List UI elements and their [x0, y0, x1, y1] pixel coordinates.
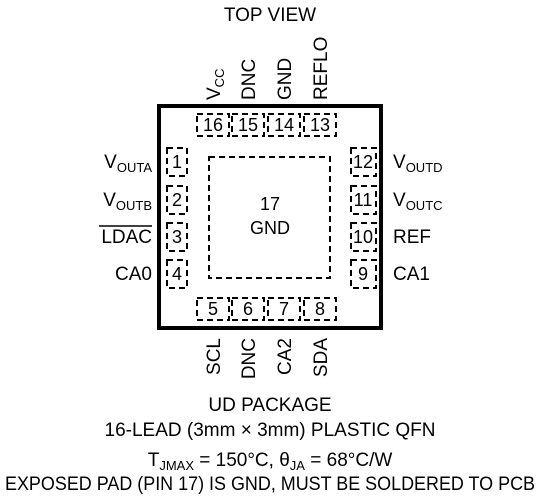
- pin-9-label: CA1: [393, 264, 430, 285]
- thermal-spec: TJMAX = 150°C, θJA = 68°C/W: [148, 450, 393, 473]
- pin-12-number: 12: [353, 152, 373, 172]
- diagram-title: TOP VIEW: [224, 5, 316, 26]
- pin-10-number: 10: [353, 227, 373, 247]
- pin-13-pad: [303, 113, 337, 137]
- pin-16-label: VCC: [204, 69, 227, 100]
- pin-8-label: SDA: [311, 338, 332, 377]
- package-outline: [157, 104, 383, 330]
- pin-12-label: VOUTD: [393, 152, 443, 175]
- pin-1-pad: [166, 147, 188, 177]
- pin-2-number: 2: [172, 190, 182, 210]
- pin-11-pad: [350, 185, 377, 215]
- exposed-pad-note: EXPOSED PAD (PIN 17) IS GND, MUST BE SOL…: [5, 474, 535, 495]
- pin-2-pad: [166, 185, 188, 215]
- pin-4-label: CA0: [115, 264, 152, 285]
- pin-4-number: 4: [172, 264, 182, 284]
- pin-13-label: REFLO: [311, 37, 332, 100]
- pin-5-label: SCL: [204, 338, 225, 375]
- pin-3-label: LDAC: [101, 227, 152, 248]
- pin-12-pad: [350, 147, 377, 177]
- pin-15-pad: [231, 113, 265, 137]
- pin-16-number: 16: [203, 115, 223, 135]
- pin-11-label: VOUTC: [393, 190, 443, 213]
- pin-4-pad: [166, 259, 188, 289]
- pin-10-pad: [350, 222, 377, 252]
- pin-13-number: 13: [310, 115, 330, 135]
- pin-10-label: REF: [393, 227, 431, 248]
- pin-1-label: VOUTA: [104, 152, 152, 175]
- pin-7-pad: [267, 297, 301, 321]
- exposed-pad-outline: [208, 156, 331, 279]
- pin-6-label: DNC: [239, 338, 260, 379]
- pin-11-number: 11: [354, 190, 373, 210]
- pin-3-number: 3: [172, 227, 182, 247]
- pin-6-pad: [231, 297, 265, 321]
- pin-15-label: DNC: [239, 59, 260, 100]
- exposed-pad-number: 17: [260, 194, 280, 214]
- pin-14-number: 14: [274, 115, 294, 135]
- pin-6-number: 6: [243, 299, 253, 319]
- package-description: 16-LEAD (3mm × 3mm) PLASTIC QFN: [105, 420, 436, 441]
- pin-15-number: 15: [238, 115, 258, 135]
- pin-14-pad: [267, 113, 301, 137]
- pin-9-number: 9: [358, 264, 368, 284]
- pin-5-pad: [196, 297, 230, 321]
- pin-14-label: GND: [275, 58, 296, 100]
- pin-2-label: VOUTB: [103, 190, 152, 213]
- pin-5-number: 5: [208, 299, 218, 319]
- pin-1-number: 1: [172, 152, 182, 172]
- pin-7-label: CA2: [275, 338, 296, 375]
- pin-8-number: 8: [315, 299, 325, 319]
- pin-9-pad: [350, 259, 377, 289]
- pin-8-pad: [303, 297, 337, 321]
- pin-16-pad: [196, 113, 230, 137]
- package-name: UD PACKAGE: [208, 395, 331, 416]
- pin-7-number: 7: [279, 299, 289, 319]
- exposed-pad-name: GND: [250, 218, 290, 238]
- pin-3-pad: [166, 222, 188, 252]
